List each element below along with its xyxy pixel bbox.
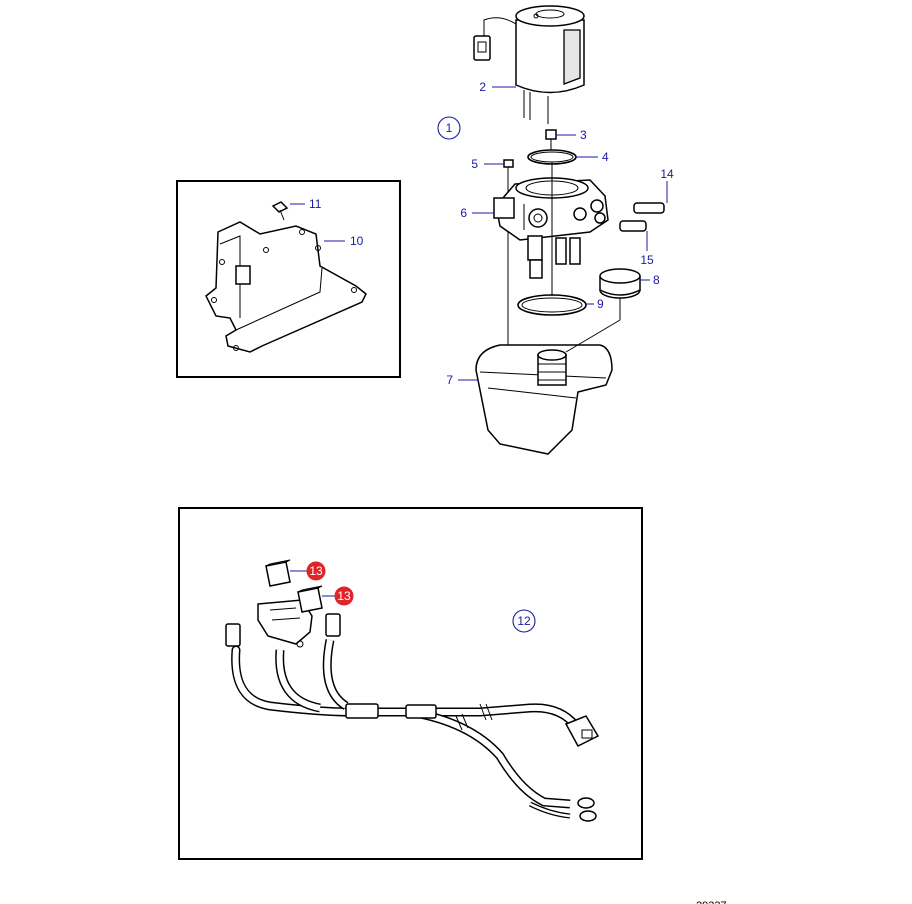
oil-reservoir	[475, 344, 613, 455]
svg-text:13: 13	[337, 589, 351, 603]
wiring-harness	[225, 599, 600, 822]
filler-cap	[599, 268, 641, 299]
relay-upper	[265, 559, 291, 587]
callout-7: 7	[446, 373, 453, 387]
callout-6: 6	[460, 206, 467, 220]
svg-text:13: 13	[309, 564, 323, 578]
bracket-detail-frame	[176, 180, 401, 378]
callout-12: 12	[512, 609, 536, 633]
callout-3: 3	[580, 128, 587, 142]
electric-motor	[473, 5, 585, 124]
callout-9: 9	[597, 297, 604, 311]
mounting-bracket	[205, 221, 367, 353]
relay-lower	[297, 585, 323, 613]
harness-detail-frame	[178, 507, 643, 860]
svg-text:1: 1	[446, 121, 453, 135]
callout-13-lower: 13	[334, 586, 354, 606]
screw-part	[545, 129, 557, 150]
bracket-bolt	[271, 201, 289, 221]
callout-10: 10	[350, 234, 364, 248]
callout-8: 8	[653, 273, 660, 287]
callout-2: 2	[479, 80, 486, 94]
svg-text:12: 12	[517, 614, 531, 628]
drawing-reference-number: 29337	[696, 900, 727, 904]
callout-15: 15	[640, 253, 654, 267]
callout-13-upper: 13	[306, 561, 326, 581]
callout-14: 14	[660, 167, 674, 181]
hydraulic-hoses	[612, 202, 722, 377]
callout-1: 1	[437, 116, 461, 140]
callout-5: 5	[471, 157, 478, 171]
callout-11: 11	[309, 197, 322, 211]
pump-valve-body	[493, 177, 609, 279]
callout-4: 4	[602, 150, 609, 164]
